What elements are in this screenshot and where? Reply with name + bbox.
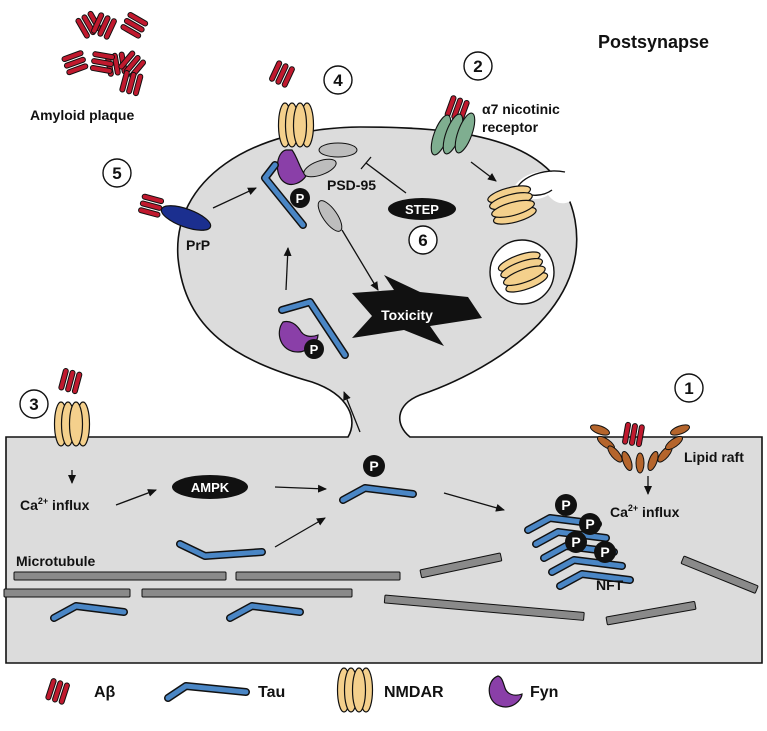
svg-text:P: P	[561, 497, 570, 513]
svg-text:1: 1	[684, 379, 693, 398]
phospho-badge-center: P	[363, 455, 385, 477]
toxicity-label: Toxicity	[381, 307, 433, 323]
step-5-marker: 5	[102, 158, 132, 188]
svg-text:2: 2	[473, 57, 482, 76]
prp-icon	[160, 205, 212, 231]
step-4-marker: 4	[323, 65, 353, 95]
nft-label: NFT	[596, 577, 624, 593]
step-inhibition-line	[365, 162, 407, 194]
ampk-label: AMPK	[191, 480, 230, 495]
nft-icon: P P P P	[528, 494, 630, 586]
step-badge	[388, 198, 456, 220]
prp-label: PrP	[186, 237, 210, 253]
svg-text:6: 6	[418, 231, 427, 250]
psd95-icon	[303, 142, 358, 232]
postsynapse-label: Postsynapse	[598, 32, 709, 52]
svg-text:P: P	[310, 342, 319, 357]
amyloid-plaque-icon	[60, 10, 150, 97]
lipid-raft-label: Lipid raft	[684, 449, 744, 465]
a7-label-2: receptor	[482, 119, 539, 135]
step-2-marker: 2	[463, 51, 493, 81]
svg-text:4: 4	[333, 71, 343, 90]
psd95-label: PSD-95	[327, 177, 376, 193]
step-3-marker: 3	[19, 389, 49, 419]
abeta-raft-icon	[621, 421, 646, 448]
microtubule-label: Microtubule	[16, 553, 96, 569]
legend-nmdar-label: NMDAR	[384, 684, 444, 701]
nmdar-dendrite-icon	[53, 401, 91, 447]
lipid-raft-icon	[590, 424, 690, 474]
svg-text:3: 3	[29, 395, 38, 414]
step-6-marker: 6	[408, 225, 438, 255]
toxicity-icon	[352, 275, 482, 346]
nmdar-icon	[277, 102, 315, 148]
legend-fyn-label: Fyn	[530, 684, 558, 701]
ca-influx-right: Ca2+ influx	[610, 503, 680, 520]
abeta-icon	[268, 59, 296, 89]
a7-label-1: α7 nicotinic	[482, 101, 560, 117]
ca-influx-left: Ca2+ influx	[20, 496, 90, 513]
tau-fyn-icon: P	[278, 298, 349, 359]
svg-text:P: P	[369, 458, 378, 474]
cell-membrane	[5, 126, 763, 664]
microtubule-icon	[3, 552, 759, 626]
legend-tau-label: Tau	[258, 684, 285, 701]
svg-text:P: P	[571, 534, 580, 550]
tau-nmdar-icon	[261, 161, 307, 229]
legend-nmdar-icon	[336, 667, 374, 713]
legend-abeta-label: Aβ	[94, 684, 116, 701]
svg-text:P: P	[600, 544, 609, 560]
legend-fyn-icon	[488, 675, 523, 708]
ampk-badge	[172, 475, 248, 499]
svg-text:P: P	[296, 191, 305, 206]
abeta-nmdar-icon	[57, 367, 83, 395]
amyloid-plaque-label: Amyloid plaque	[30, 107, 134, 123]
legend: Aβ Tau NMDAR Fyn	[44, 667, 558, 713]
legend-abeta-icon	[44, 677, 71, 706]
svg-text:P: P	[585, 516, 594, 532]
phospho-badge: P	[290, 188, 310, 208]
legend-tau-icon	[164, 682, 250, 702]
tau-unbound-icon	[176, 540, 266, 560]
step-1-marker: 1	[674, 373, 704, 403]
abeta-prp-icon	[137, 193, 165, 219]
svg-text:5: 5	[112, 164, 121, 183]
a7-receptor-icon	[430, 112, 476, 156]
step-label: STEP	[405, 202, 439, 217]
